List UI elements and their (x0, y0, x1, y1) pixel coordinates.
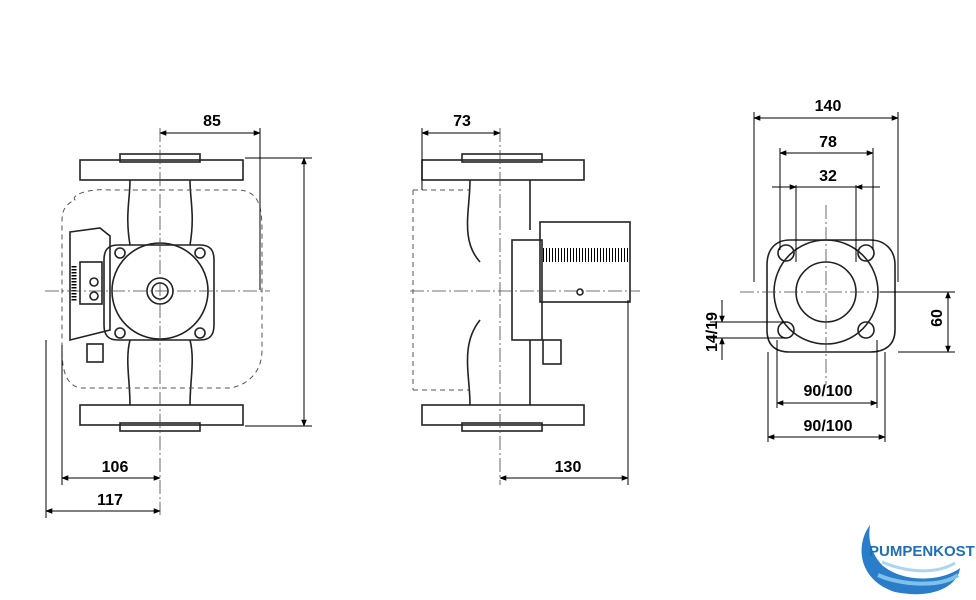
dim-front-bottom-inner: 106 (102, 459, 129, 476)
dim-front-top-width: 85 (203, 113, 221, 130)
dim-front-bottom-outer: 117 (97, 492, 123, 509)
flange-view: 140 78 32 14/19 60 90/100 90/100 (704, 98, 955, 442)
dim-flange-outer: 140 (815, 98, 842, 115)
front-bottom-flange (79, 404, 244, 426)
side-view: 73 130 (410, 113, 640, 485)
dim-flange-pcd-1: 90/100 (804, 383, 853, 400)
dim-flange-pcd-2: 90/100 (804, 418, 853, 435)
dim-side-bottom-width: 130 (555, 459, 582, 476)
dim-flange-bolt-holes: 14/19 (704, 312, 721, 352)
dim-flange-inner: 32 (819, 168, 837, 185)
front-top-flange (79, 159, 244, 181)
control-box (69, 227, 111, 342)
dim-flange-height: 60 (929, 309, 946, 327)
dim-side-top-width: 73 (453, 113, 471, 130)
pumpenkost-logo: PUMPENKOST (861, 525, 975, 595)
flange-plate (766, 239, 896, 353)
front-view: 85 106 117 (45, 113, 312, 518)
side-motor (539, 221, 631, 303)
logo-text: PUMPENKOST (869, 543, 975, 560)
motor-housing-outline (61, 189, 263, 389)
dim-flange-mid: 78 (819, 134, 837, 151)
